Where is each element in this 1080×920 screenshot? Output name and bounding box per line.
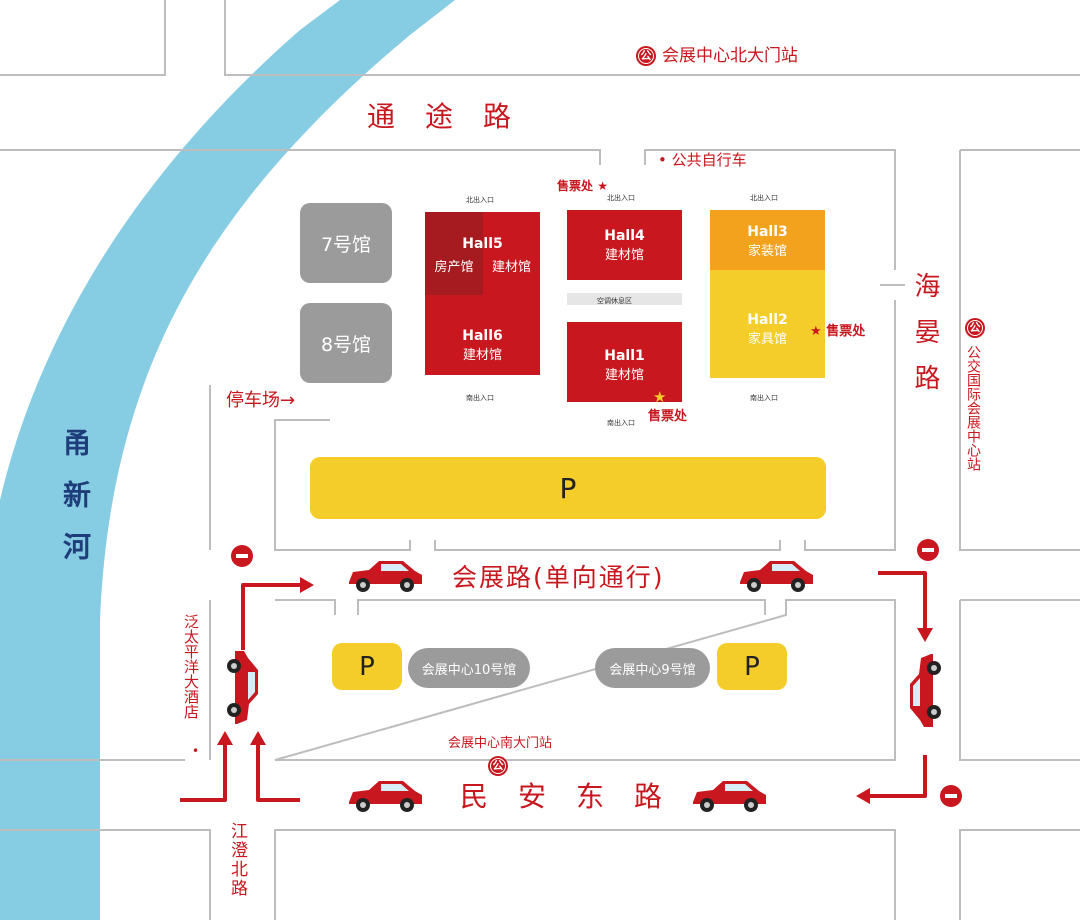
hall5-name: Hall5 [462,236,503,252]
arrow-icon [870,755,927,798]
ticket-office-top-label: 售票处 [557,179,594,193]
main-parking-block [310,457,826,519]
car-icon [910,654,941,727]
parking-lot-east: P [717,643,787,690]
hall4-name: Hall4 [604,228,645,244]
south-entrance-label: 南出入口 [750,394,778,402]
middle-rest-zone [567,293,682,305]
north-entrance-label: 北出入口 [750,194,778,202]
river-yongxin [0,0,455,920]
hall5-right-block [483,212,540,295]
hall6-zone: 建材馆 [462,348,502,363]
ticket-office-hall1-label: 售票处 [648,409,688,424]
hall4-block [567,210,682,280]
hall1-name: Hall1 [604,348,645,364]
hall9: 会展中心9号馆 [595,648,710,688]
hall6-label: Hall6 建材馆 [425,328,540,363]
car-icon [349,781,422,812]
hall5-left-block [425,212,483,295]
hotel-dot: • [192,744,200,758]
north-entrance-label: 北出入口 [607,194,635,202]
hall2-label: Hall2 家具馆 [710,312,825,347]
arrow-icon [256,745,300,802]
hall1-block [567,322,682,402]
main-parking-symbol: P [559,471,577,505]
bus-stop-icon: 公 [965,318,985,338]
north-gate-station-label: 会展中心北大门站 [662,46,798,66]
bike-text: 公共自行车 [671,151,747,169]
parking-label: 停车场→ [226,390,296,411]
hall5-left-zone: 房产馆 [425,256,483,275]
hall3-label: Hall3 家装馆 [710,224,825,259]
bus-stop-icon: 公 [488,756,508,776]
hall3-zone: 家装馆 [747,244,787,259]
middle-zone-label: 空调休息区 [597,297,632,305]
no-entry-icon [940,785,962,807]
south-gate-station-label: 会展中心南大门站 [448,736,553,751]
road-southwest-label: 江澄北路 [227,822,247,898]
arrow-icon [878,571,927,628]
hall8: 8号馆 [300,303,392,383]
hall1-label: Hall1 建材馆 [567,348,682,383]
car-icon [740,561,813,592]
bus-stop-icon: 公 [636,46,656,66]
ticket-office-hall2-label: 售票处 [826,324,866,339]
south-entrance-label: 南出入口 [607,419,635,427]
hall10: 会展中心10号馆 [408,648,530,688]
hall4-label: Hall4 建材馆 [567,228,682,263]
arrow-icon [241,583,300,650]
east-station-label: 公交国际会展中心站 [965,345,981,471]
hall6-block [425,295,540,375]
bike-dot: • [658,151,672,169]
north-entrance-label: 北出入口 [466,196,494,204]
river-label: 甬新河 [59,428,92,584]
star-icon: ★ [653,388,667,406]
ticket-office-top: 售票处 ★ [557,180,608,192]
hall6-name: Hall6 [462,328,503,344]
hall2-name: Hall2 [747,312,788,328]
hall4-zone: 建材馆 [604,248,644,263]
hotel-name: 泛太平洋大酒店 [182,614,200,719]
road-east-label: 海晏路 [910,272,940,410]
parking-lot-west: P [332,643,402,690]
hall3-block [710,210,825,270]
bike-label: • 公共自行车 [658,153,747,168]
no-entry-icon [917,539,939,561]
car-icon [349,561,422,592]
no-entry-icon [231,545,253,567]
star-icon: ★ [810,324,827,339]
car-icon [227,651,258,724]
road-middle-label: 会展路(单向通行) [452,563,665,592]
hall2-zone: 家具馆 [747,332,787,347]
road-south-label: 民安东路 [460,780,693,813]
hall5-left-zone-name: 房产馆 [434,260,474,275]
hall3-name: Hall3 [747,224,788,240]
hotel-label: 泛太平洋大酒店 [182,614,200,719]
hall5-right-zone-name: 建材馆 [491,260,531,275]
star-icon: ★ [593,179,608,193]
hall7: 7号馆 [300,203,392,283]
south-entrance-label: 南出入口 [466,394,494,402]
car-icon [693,781,766,812]
hall5-label: Hall5 [425,236,540,252]
arrow-icon [180,745,227,802]
hall5-right-zone: 建材馆 [483,256,540,275]
hall2-block [710,270,825,378]
road-north-label: 通途路 [367,100,542,133]
hall1-zone: 建材馆 [604,368,644,383]
ticket-office-hall2: ★ 售票处 [810,325,865,338]
